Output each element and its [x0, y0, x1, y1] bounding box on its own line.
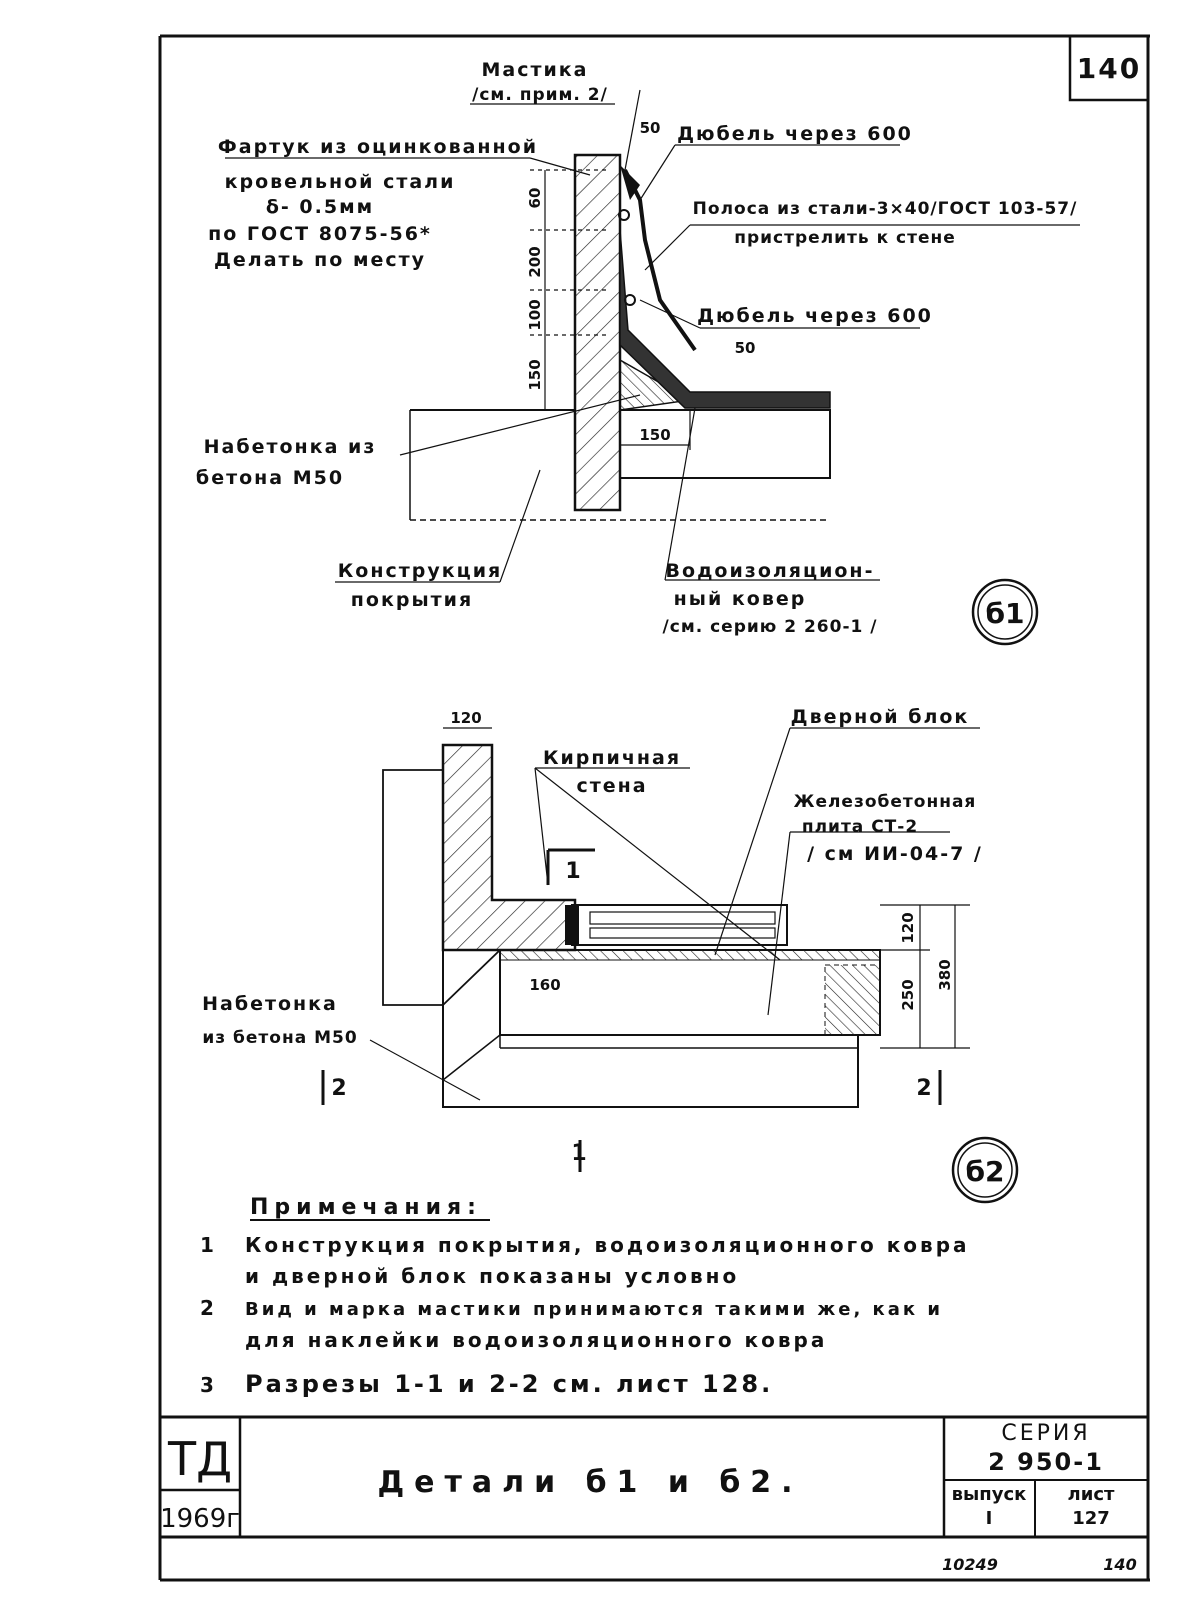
detail-b2: 120 160 120 250 380 1 1 2 2 Кирпичная — [202, 706, 1019, 1204]
marker-b2-text: б2 — [965, 1155, 1004, 1188]
dim-100: 100 — [526, 299, 544, 330]
label-apron-1: Фартук из оцинкованной — [218, 136, 538, 158]
topping-fillet — [619, 358, 693, 411]
page-number: 140 — [1077, 52, 1141, 85]
label-waterproofing-3: /см. серию 2 260-1 / — [663, 617, 878, 637]
mastic-fill — [620, 165, 640, 200]
sheet-frame — [158, 34, 1150, 1582]
brick-wall — [441, 743, 577, 952]
issue-label: выпуск — [952, 1484, 1027, 1505]
series-value: 2 950-1 — [988, 1448, 1104, 1476]
label-slab-2: плита СТ-2 — [802, 817, 918, 837]
detail-marker-b2: б2 — [951, 1136, 1019, 1204]
dim-150-horizontal: 150 — [639, 426, 670, 444]
wall-section — [573, 153, 622, 512]
label-door-block: Дверной блок — [791, 706, 970, 728]
label-apron-3: δ- 0.5мм — [266, 196, 374, 218]
label-apron-5: Делать по месту — [214, 249, 426, 271]
label-topping-1: Набетонка из — [204, 436, 377, 458]
issue-value: I — [986, 1508, 993, 1529]
label-strip-2: пристрелить к стене — [734, 228, 956, 248]
note-2-line-1: Вид и марка мастики принимаются такими ж… — [245, 1299, 943, 1320]
roof-slab — [619, 409, 831, 479]
detail-b1: 60 200 100 150 150 50 50 Мастика /см. пр… — [196, 59, 1080, 646]
label-roof-construction-1: Конструкция — [338, 560, 502, 582]
dim-250: 250 — [899, 979, 917, 1010]
label-dowel-bottom: Дюбель через 600 — [697, 305, 933, 327]
notes-heading: Примечания: — [250, 1195, 482, 1220]
dim-60: 60 — [526, 188, 544, 209]
label-dowel-top: Дюбель через 600 — [677, 123, 913, 145]
dim-380: 380 — [936, 959, 954, 990]
dim-160: 160 — [529, 976, 560, 994]
inventory-number: 10249 — [942, 1555, 998, 1574]
dim-120: 120 — [899, 912, 917, 943]
marker-b1-text: б1 — [985, 597, 1024, 630]
label-mastic-note: /см. прим. 2/ — [472, 85, 608, 105]
dim-50-bottom: 50 — [735, 339, 756, 357]
title-block — [158, 1415, 1150, 1539]
note-1-line-1: Конструкция покрытия, водоизоляционного … — [245, 1233, 970, 1257]
label-slab-1: Железобетонная — [794, 792, 977, 812]
note-2-number: 2 — [200, 1296, 217, 1320]
label-slab-3: / см ИИ-04-7 / — [807, 843, 983, 865]
footer-page: 140 — [1103, 1555, 1136, 1574]
label-topping-b2-2: из бетона М50 — [202, 1028, 357, 1048]
dim-150-vertical: 150 — [526, 359, 544, 390]
detail-marker-b1: б1 — [971, 578, 1039, 646]
org-code: ТД — [167, 1432, 232, 1486]
label-apron-2: кровельной стали — [225, 171, 456, 193]
section-1-top: 1 — [565, 859, 582, 884]
section-2-left: 2 — [331, 1076, 348, 1101]
dim-50-top: 50 — [640, 119, 661, 137]
label-waterproofing-2: ный ковер — [674, 588, 807, 610]
label-topping-2: бетона М50 — [196, 467, 344, 489]
dim-200: 200 — [526, 246, 544, 277]
label-mastic: Мастика — [481, 59, 588, 81]
label-strip-1: Полоса из стали-3×40/ГОСТ 103-57/ — [693, 199, 1078, 219]
note-3-line-1: Разрезы 1-1 и 2-2 см. лист 128. — [245, 1370, 773, 1398]
note-1-line-2: и дверной блок показаны условно — [245, 1264, 739, 1288]
note-1-number: 1 — [200, 1233, 217, 1257]
door-block — [571, 904, 788, 946]
year: 1969г — [160, 1504, 240, 1534]
sheet-value: 127 — [1072, 1508, 1110, 1529]
label-brick-wall-2: стена — [576, 775, 647, 797]
apron-flashing — [623, 169, 697, 352]
waterproofing-carpet — [619, 229, 831, 409]
section-1-bottom: 1 — [571, 1141, 588, 1166]
label-roof-construction-2: покрытия — [351, 589, 473, 611]
section-2-right: 2 — [916, 1076, 933, 1101]
label-topping-b2-1: Набетонка — [202, 993, 338, 1015]
label-brick-wall-1: Кирпичная — [543, 747, 681, 769]
series-label: СЕРИЯ — [1001, 1421, 1090, 1446]
label-apron-4: по ГОСТ 8075-56* — [208, 223, 432, 245]
dim-120-top: 120 — [450, 709, 481, 727]
label-waterproofing-1: Водоизоляцион- — [666, 560, 875, 582]
notes-block: Примечания: 1 Конструкция покрытия, водо… — [200, 1195, 970, 1398]
note-3-number: 3 — [200, 1373, 217, 1397]
drawing-title: Детали б1 и б2. — [377, 1465, 802, 1500]
sheet-label: лист — [1068, 1484, 1115, 1505]
note-2-line-2: для наклейки водоизоляционного ковра — [245, 1328, 827, 1352]
